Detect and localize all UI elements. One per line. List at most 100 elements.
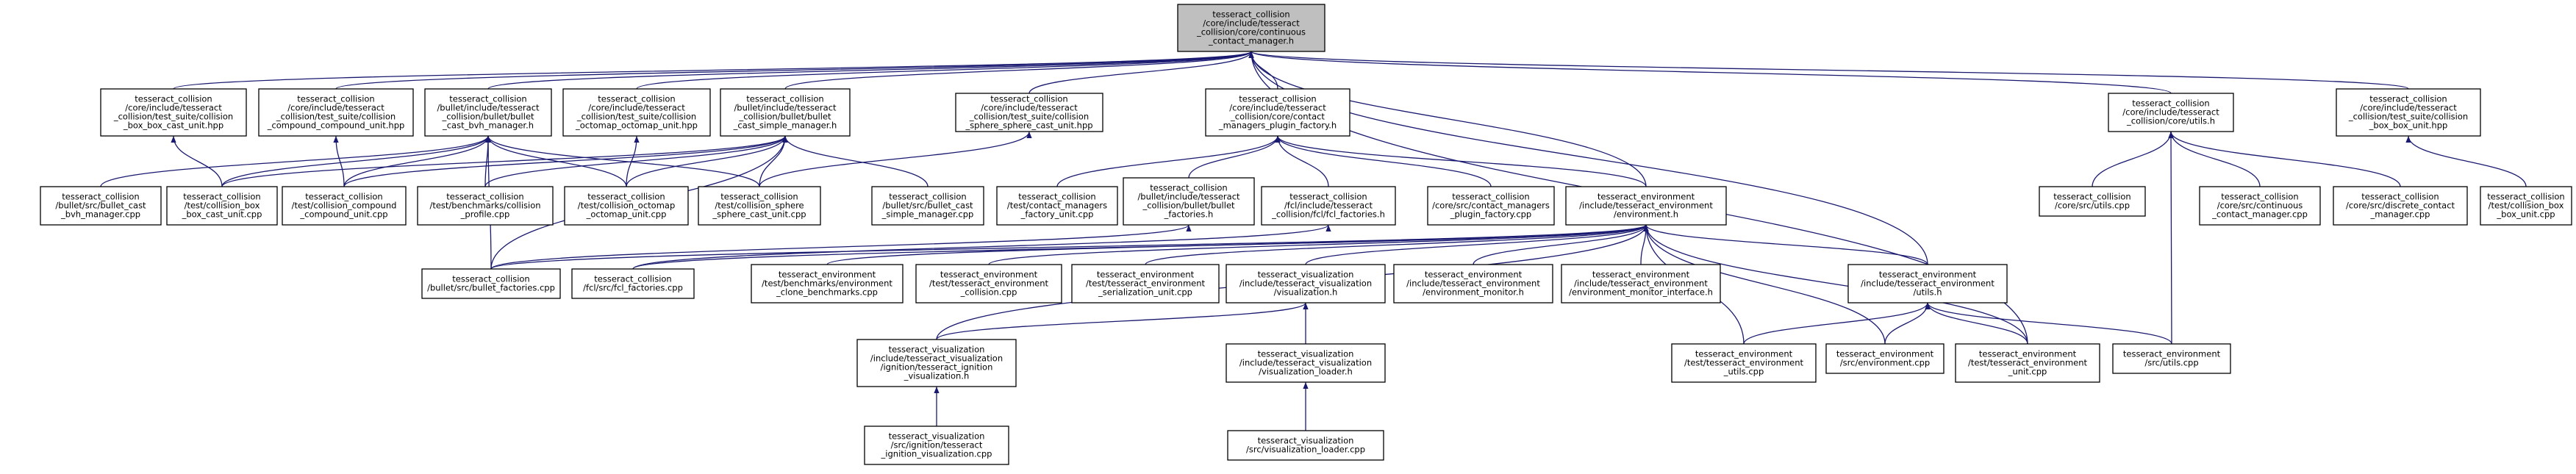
node-label-line: tesseract_collision [2132,98,2209,109]
node-bullet-cast-bvh-manager-h[interactable]: tesseract_collision/bullet/include/tesse… [424,88,552,137]
node-label-line: tesseract_collision [1239,94,1316,104]
node-contact-managers-plugin-factory-h[interactable]: tesseract_collision/core/include/tessera… [1205,88,1350,137]
node-label-line: /environment.h [1614,209,1678,220]
node-continuous-contact-manager-cpp[interactable]: tesseract_collision/core/src/continuous_… [2199,186,2321,226]
node-label-line: tesseract_environment [1592,270,1690,280]
node-collision-box-box-unit-cpp[interactable]: tesseract_collision/test/collision_box_b… [2480,186,2572,226]
node-label-line: tesseract_collision [2487,192,2564,202]
node-tesseract-environment-utils-h[interactable]: tesseract_environment/include/tesseract_… [1847,264,2008,304]
node-label-line: tesseract_collision [2221,192,2298,202]
node-label-line: tesseract_environment [1425,270,1523,280]
node-label-line: _manager.cpp [2370,209,2430,220]
node-tesseract-ignition-visualization-cpp[interactable]: tesseract_visualization/src/ignition/tes… [864,425,1009,465]
node-label-line: tesseract_environment [1097,270,1195,280]
node-collision-box-box-cast-unit-hpp[interactable]: tesseract_collision/core/include/tessera… [100,88,247,137]
node-tesseract-environment-serialization-unit-cpp[interactable]: tesseract_environment/test/tesseract_env… [1071,264,1220,304]
node-contact-managers-plugin-factory-cpp[interactable]: tesseract_collision/core/src/contact_man… [1427,186,1555,226]
node-bullet-factories-cpp[interactable]: tesseract_collision/bullet/src/bullet_fa… [421,268,561,299]
dependency-edge [343,135,491,187]
node-contact-managers-factory-unit-cpp[interactable]: tesseract_collision/test/contact_manager… [996,186,1118,226]
dependency-edge [1145,224,1649,265]
node-label-line: _collision/core/continuous [1196,27,1306,37]
node-tesseract-environment-utils-cpp[interactable]: tesseract_environment/test/tesseract_env… [1671,343,1817,383]
node-collision-octomap-octomap-unit-cpp[interactable]: tesseract_collision/test/collision_octom… [564,186,689,226]
node-label-line: tesseract_collision [2369,94,2447,104]
dependency-edge [173,51,1254,90]
node-label-line: /test/tesseract_environment [1684,358,1804,368]
dependency-edge [936,302,1309,340]
node-environment-clone-benchmarks-cpp[interactable]: tesseract_environment/test/benchmarks/en… [751,264,904,304]
node-collision-box-box-unit-hpp[interactable]: tesseract_collision/core/include/tessera… [2336,88,2481,137]
node-label-line: _sphere_sphere_cast_unit.hpp [965,121,1092,131]
node-label-line: /core/src/utils.cpp [2055,201,2130,211]
node-label-line: tesseract_collision [720,192,798,202]
node-label-line: /visualization_loader.h [1259,367,1353,377]
node-label-line: _sphere_cast_unit.cpp [712,209,806,220]
node-collision-octomap-octomap-unit-hpp[interactable]: tesseract_collision/core/include/tessera… [562,88,711,137]
node-tesseract-environment-collision-cpp[interactable]: tesseract_environment/test/tesseract_env… [915,264,1062,304]
node-label-line: _collision/bullet/bullet [441,112,534,122]
node-collision-core-src-utils-cpp[interactable]: tesseract_collision/core/src/utils.cpp [2039,186,2146,217]
node-fcl-factories-cpp[interactable]: tesseract_collision/fcl/src/fcl_factorie… [571,268,695,299]
dependency-edge [1248,51,2172,94]
node-tesseract-environment-environment-monitor-interface-h[interactable]: tesseract_environment/include/tesseract_… [1561,264,1721,304]
dependency-edge [988,224,1649,265]
node-bullet-cast-simple-manager-h[interactable]: tesseract_collision/bullet/include/tesse… [720,88,851,137]
dependency-edge [1925,302,2172,345]
node-bullet-cast-bvh-manager-cpp[interactable]: tesseract_collision/bullet/src/bullet_ca… [40,186,162,226]
node-label-line: /include/tesseract_visualization [1239,279,1372,289]
node-label-line: tesseract_collision [297,94,374,104]
node-bullet-cast-simple-manager-cpp[interactable]: tesseract_collision/bullet/src/bullet_ca… [871,186,984,226]
node-label-line: /core/include/tesseract [588,103,685,113]
node-benchmarks-collision-profile-cpp[interactable]: tesseract_collision/test/benchmarks/coll… [417,186,554,226]
node-tesseract-environment-src-environment-cpp[interactable]: tesseract_environment/src/environment.cp… [1825,343,1944,374]
dependency-edge [221,135,788,187]
node-label-line: tesseract_collision [305,192,382,202]
node-label-line: _profile.cpp [460,209,510,220]
node-label-line: _cast_bvh_manager.h [442,121,534,131]
node-visualization-loader-cpp[interactable]: tesseract_visualization/src/visualizatio… [1227,430,1384,461]
node-fcl-factories-h[interactable]: tesseract_collision/fcl/include/tesserac… [1261,186,1396,226]
node-label-line: _factories.h [1164,209,1214,220]
node-label-line: _unit.cpp [2008,367,2047,377]
node-label-line: tesseract_visualization [1258,436,1354,446]
node-label-line: /src/environment.cpp [1840,358,1930,368]
node-collision-compound-compound-unit-hpp[interactable]: tesseract_collision/core/include/tessera… [258,88,414,137]
node-label-line: _factory_unit.cpp [1020,209,1094,220]
node-label-line: tesseract_collision [2053,192,2130,202]
node-tesseract-environment-unit-cpp[interactable]: tesseract_environment/test/tesseract_env… [1955,343,2100,383]
node-label-line: _managers_plugin_factory.h [1218,121,1337,131]
node-tesseract-environment-environment-h[interactable]: tesseract_environment/include/tesseract_… [1565,186,1727,226]
node-collision-box-box-cast-unit-cpp[interactable]: tesseract_collision/test/collision_box_b… [166,186,278,226]
node-label-line: /include/tesseract_visualization [870,353,1003,364]
node-tesseract-visualization-visualization-loader-h[interactable]: tesseract_visualization/include/tesserac… [1226,343,1386,383]
node-label-line: tesseract_collision [446,192,523,202]
node-label-line: /test/tesseract_environment [1968,358,2088,368]
node-collision-sphere-sphere-cast-unit-hpp[interactable]: tesseract_collision/core/include/tessera… [955,93,1103,132]
node-label-line: tesseract_environment [2123,349,2221,359]
node-label-line: tesseract_environment [1836,349,1934,359]
node-label-line: /test/collision_octomap [578,201,676,211]
node-label-line: _collision/bullet/bullet [738,112,831,122]
node-tesseract-environment-environment-monitor-h[interactable]: tesseract_environment/include/tesseract_… [1393,264,1553,304]
node-label-line: _collision/test_suite/collision [969,112,1089,122]
node-label-line: _collision/test_suite/collision [113,112,233,122]
node-label-line: tesseract_collision [990,94,1067,104]
node-collision-compound-compound-unit-cpp[interactable]: tesseract_collision/test/collision_compo… [282,186,407,226]
node-discrete-contact-manager-cpp[interactable]: tesseract_collision/core/src/discrete_co… [2333,186,2468,226]
node-label-line: tesseract_environment [1695,349,1793,359]
node-tesseract-environment-src-utils-cpp[interactable]: tesseract_environment/src/utils.cpp [2112,343,2231,374]
dependency-edge [1925,302,2028,345]
node-bullet-factories-h[interactable]: tesseract_collision/bullet/include/tesse… [1123,177,1255,226]
dependency-edge [343,135,788,187]
node-collision-core-utils-h[interactable]: tesseract_collision/core/include/tessera… [2108,93,2234,132]
dependency-edge [1743,302,1931,345]
dependency-edge [1643,224,1928,265]
node-label-line: /bullet/include/tesseract [437,103,540,113]
node-collision-sphere-sphere-cast-unit-cpp[interactable]: tesseract_collision/test/collision_spher… [698,186,821,226]
node-continuous-contact-manager-h[interactable]: tesseract_collision/core/include/tessera… [1177,4,1325,52]
node-label-line: tesseract_collision [62,192,139,202]
node-tesseract-ignition-visualization-h[interactable]: tesseract_visualization/include/tesserac… [856,339,1017,387]
dependency-edge [826,224,1649,265]
node-tesseract-visualization-visualization-h[interactable]: tesseract_visualization/include/tesserac… [1226,264,1386,304]
